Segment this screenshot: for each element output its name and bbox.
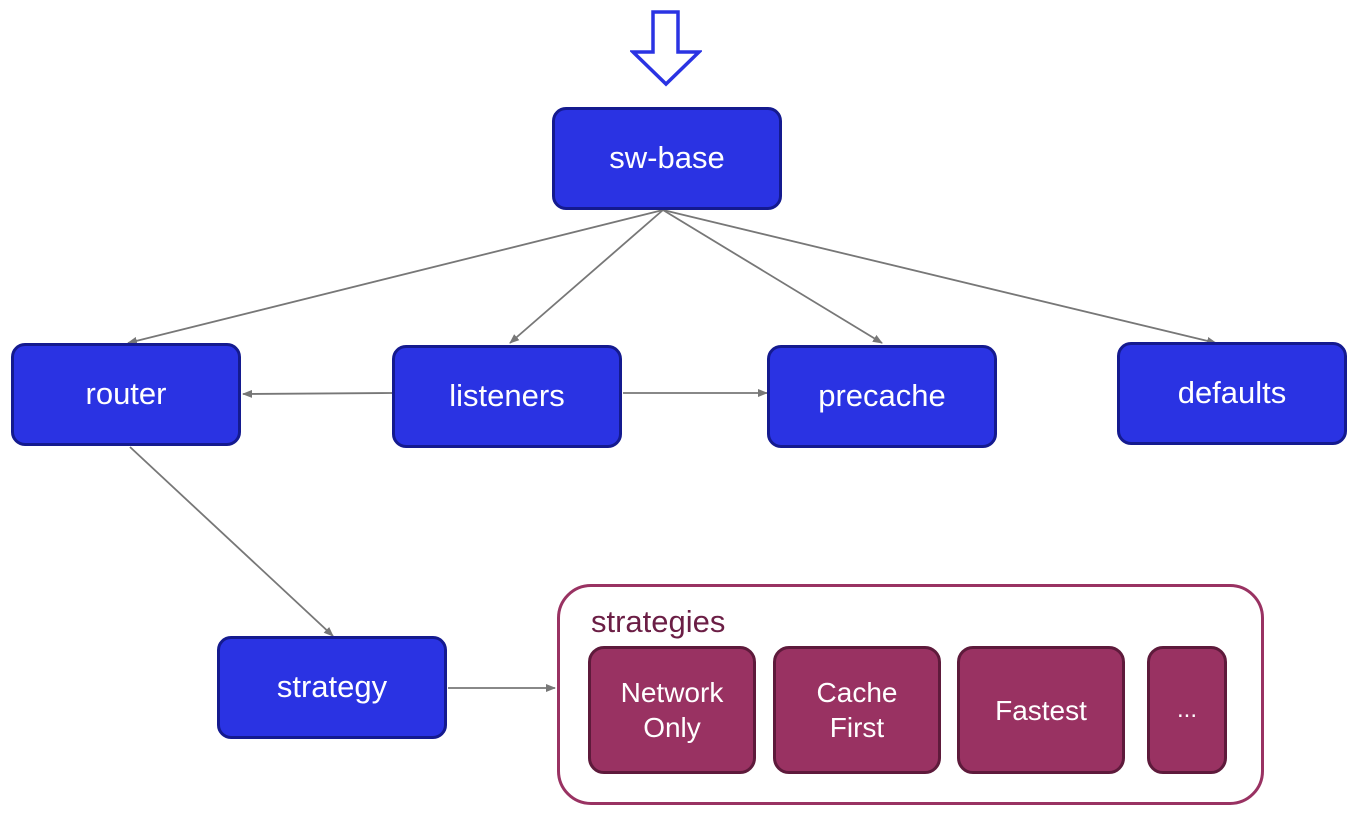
node-router[interactable]: router [11, 343, 241, 446]
node-listeners-label: listeners [449, 378, 565, 414]
strategy-more[interactable]: ... [1147, 646, 1227, 774]
strategy-network-only[interactable]: Network Only [588, 646, 756, 774]
strategy-network-only-label: Network Only [620, 677, 724, 743]
node-strategy-label: strategy [276, 669, 388, 705]
node-sw-base[interactable]: sw-base [552, 107, 782, 210]
node-sw-base-label: sw-base [609, 140, 725, 176]
edge-swbase-defaults [662, 209, 1217, 345]
strategy-more-label: ... [1176, 696, 1197, 723]
down-arrow-icon [630, 10, 702, 87]
strategies-title: strategies [591, 604, 726, 639]
node-precache[interactable]: precache [767, 345, 997, 448]
strategy-cache-first[interactable]: Cache First [773, 646, 941, 774]
node-defaults-label: defaults [1177, 375, 1287, 411]
edge-router-strategy [129, 446, 334, 637]
edge-swbase-listeners [509, 209, 664, 344]
strategy-cache-first-label: Cache First [816, 677, 898, 743]
strategy-fastest[interactable]: Fastest [957, 646, 1125, 774]
node-defaults[interactable]: defaults [1117, 342, 1347, 445]
node-strategy[interactable]: strategy [217, 636, 447, 739]
strategy-fastest-label: Fastest [995, 694, 1087, 726]
node-precache-label: precache [818, 378, 946, 414]
edge-listeners-router [242, 389, 393, 398]
node-router-label: router [85, 376, 167, 412]
edge-swbase-precache [662, 209, 883, 344]
edge-swbase-router [127, 209, 664, 345]
node-listeners[interactable]: listeners [392, 345, 622, 448]
